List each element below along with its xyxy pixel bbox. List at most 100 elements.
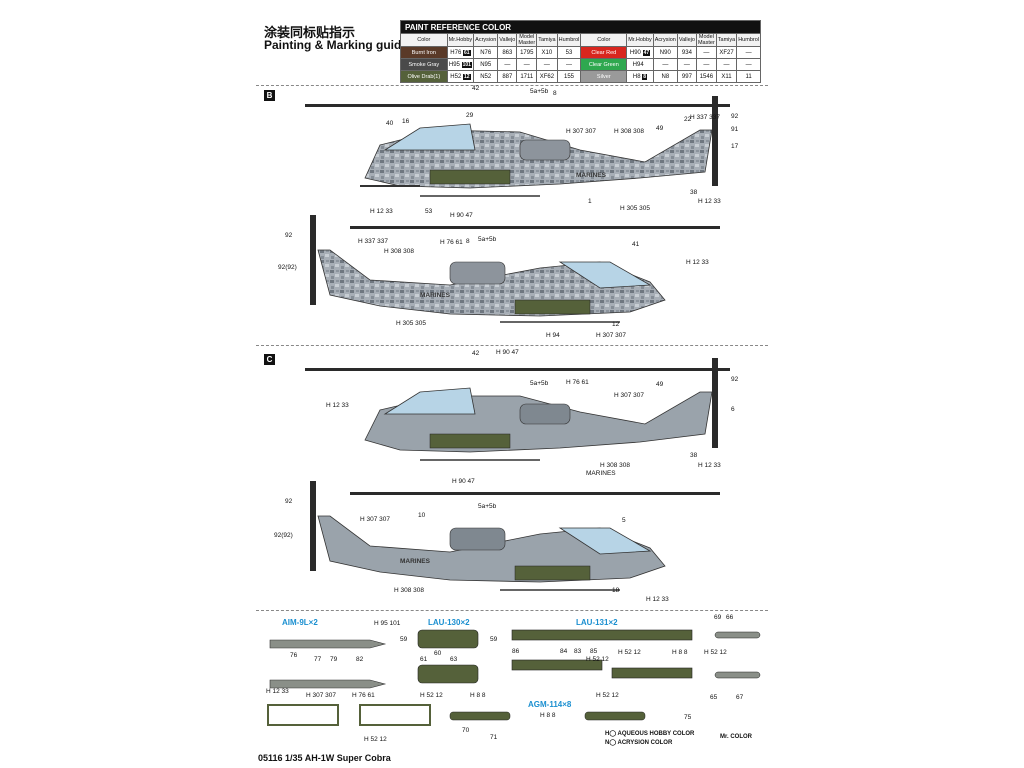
part-number: 70 <box>462 727 470 734</box>
weapon-label-lau130: LAU-130×2 <box>428 618 470 627</box>
engine-housing <box>449 527 506 551</box>
weapons-pylon <box>429 433 511 449</box>
section-badge-b: B <box>264 90 275 101</box>
weapons-pylon <box>514 299 591 315</box>
callout: 49 <box>656 381 664 388</box>
part-number: 65 <box>710 694 718 701</box>
color-tag: H 12 33 <box>266 688 289 695</box>
callout: 92 <box>731 113 739 120</box>
callout: 18 <box>612 587 620 594</box>
lau130-pod <box>417 629 479 649</box>
callout: 92 <box>731 376 739 383</box>
weapon-illustrations <box>267 629 761 726</box>
main-rotor-blade <box>305 368 730 371</box>
color-tag: H 12 33 <box>686 259 709 266</box>
callout: 8 <box>553 90 557 97</box>
col-acrysion-2: Acrysion <box>652 33 678 47</box>
color-tag: H 308 308 <box>394 587 424 594</box>
color-tag: H 52 12 <box>618 649 641 656</box>
color-tag: H 90 47 <box>452 478 475 485</box>
legend-acrysion: N◯ ACRYSION COLOR <box>605 740 673 746</box>
small-part <box>714 631 761 639</box>
callout: 16 <box>402 118 410 125</box>
color-tag: H 307 307 <box>614 392 644 399</box>
part-number: 67 <box>736 694 744 701</box>
tamiya-cell: X11 <box>715 70 738 83</box>
vallejo-cell: 997 <box>676 70 697 83</box>
color-tag: H 76 61 <box>566 379 589 386</box>
weapons-pylon <box>429 169 511 185</box>
lau131-pod <box>511 629 693 641</box>
mrhobby-cell: H52 12 <box>446 70 475 83</box>
callout: 5 <box>622 517 626 524</box>
part-number: 59 <box>400 636 408 643</box>
part-number: 66 <box>726 614 734 621</box>
humbrol-cell: 11 <box>736 70 761 83</box>
color-tag: H 52 12 <box>596 692 619 699</box>
color-tag: H 52 12 <box>586 656 609 663</box>
color-tag: H 76 61 <box>440 239 463 246</box>
color-tag: H 12 33 <box>370 208 393 215</box>
col-humbrol-2: Humbrol <box>736 33 761 47</box>
lau131-pod <box>611 667 693 679</box>
weapon-label-aim9l: AIM-9L×2 <box>282 618 318 627</box>
swatch-silver: Silver <box>580 70 628 83</box>
agm114-missile <box>584 711 646 721</box>
callout: 92 <box>285 498 293 505</box>
separator-bottom <box>256 610 768 611</box>
callout: 5a+5b <box>478 503 497 510</box>
separator-top <box>256 85 768 86</box>
color-tag: H 305 305 <box>396 320 426 327</box>
tail-rotor <box>712 358 718 448</box>
callout: 5a+5b <box>530 380 549 387</box>
callout: 38 <box>690 452 698 459</box>
color-tag: H 305 305 <box>620 205 650 212</box>
callout: 49 <box>656 125 664 132</box>
swatch-burnt-iron: Burnt Iron <box>400 46 448 59</box>
color-tag: H 8 8 <box>470 692 486 699</box>
color-tag: H 12 33 <box>698 198 721 205</box>
heli-c-bottom <box>310 481 720 591</box>
part-number: 85 <box>590 648 598 655</box>
color-tag: H 52 12 <box>420 692 443 699</box>
tail-rotor <box>310 481 316 571</box>
part-number: 60 <box>434 650 442 657</box>
separator-middle <box>256 345 768 346</box>
col-humbrol: Humbrol <box>556 33 582 47</box>
color-tag: H 307 307 <box>566 128 596 135</box>
engine-housing <box>519 139 571 161</box>
acrysion-cell: N52 <box>473 70 499 83</box>
paint-reference-table: PAINT REFERENCE COLOR Color Mr.Hobby Acr… <box>400 20 761 83</box>
lau130-pod <box>417 664 479 684</box>
agm114-rack <box>267 704 339 726</box>
callout: 6 <box>731 406 735 413</box>
part-number: 69 <box>714 614 722 621</box>
col-tamiya: Tamiya <box>536 33 558 47</box>
color-tag: H 90 47 <box>496 349 519 356</box>
engine-housing <box>449 261 506 285</box>
callout: 22 <box>684 116 692 123</box>
col-mrhobby-2: Mr.Hobby <box>626 33 654 47</box>
callout: 38 <box>690 189 698 196</box>
callout: MARINES <box>586 470 616 477</box>
canopy <box>558 527 652 555</box>
swatch-clear-green: Clear Green <box>580 58 628 71</box>
vallejo-cell: 863 <box>497 46 518 59</box>
marines-text: MARINES <box>400 558 430 565</box>
part-number: 75 <box>684 714 692 721</box>
callout: 91 <box>731 126 739 133</box>
heli-b-top <box>305 96 730 197</box>
section-badge-c: C <box>264 354 275 365</box>
main-rotor-blade <box>350 226 720 229</box>
agm114-rack <box>359 704 431 726</box>
color-tag: H 12 33 <box>326 402 349 409</box>
part-number: 71 <box>490 734 498 741</box>
part-number: 63 <box>450 656 458 663</box>
swatch-olive-drab: Olive Drab(1) <box>400 70 448 83</box>
weapon-label-lau131: LAU-131×2 <box>576 618 618 627</box>
callout: 8 <box>466 238 470 245</box>
tamiya-cell: XF62 <box>536 70 558 83</box>
canopy <box>383 387 476 415</box>
marines-text: MARINES <box>420 292 450 299</box>
callout: 41 <box>632 241 640 248</box>
